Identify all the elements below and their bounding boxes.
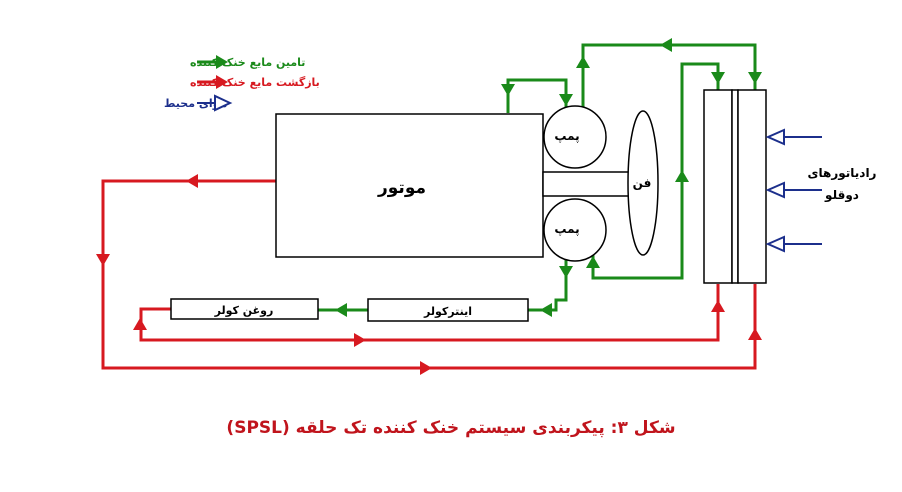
top-pump-label: پمپ — [554, 129, 579, 143]
return-arrowhead — [96, 254, 110, 266]
supply-arrowhead — [576, 56, 590, 68]
supply-arrowheads — [335, 38, 762, 317]
supply-to-top-pump — [506, 78, 568, 113]
legend-ambient-arrowhead — [214, 94, 233, 112]
radiator-label-line1: رادیاتورهای — [808, 166, 877, 181]
engine-label: موتور — [377, 178, 426, 198]
return-arrowhead — [420, 361, 432, 375]
supply-arrowhead — [748, 72, 762, 84]
legend-ambient-label: هوای محیط — [164, 97, 227, 110]
supply-arrowhead — [660, 38, 672, 52]
return-loop-inner — [139, 284, 720, 342]
return-arrowhead — [354, 333, 366, 347]
bottom-pump-label: پمپ — [554, 222, 579, 236]
return-arrowheads — [96, 174, 762, 375]
fan-label: فن — [633, 176, 652, 190]
figure-caption: شکل ۳: پیکربندی سیستم خنک کننده تک حلقه … — [226, 418, 676, 438]
legend-return-arrowhead — [216, 75, 228, 89]
oil-cooler-label: روغن کولر — [214, 304, 274, 317]
intercooler-label: اینترکولر — [423, 305, 472, 318]
supply-arrowhead — [711, 72, 725, 84]
supply-arrowhead — [335, 303, 347, 317]
legend: تامین مایع خنک کننده بازگشت مایع خنک کنن… — [164, 55, 320, 112]
radiator-1 — [703, 89, 733, 284]
ambient-arrowhead — [765, 235, 785, 253]
return-arrowhead — [133, 318, 147, 330]
supply-arrowhead — [586, 256, 600, 268]
supply-arrowhead — [559, 266, 573, 278]
oil-cooler — [170, 298, 319, 320]
return-arrowhead — [748, 328, 762, 340]
bottom-pump — [543, 198, 607, 262]
intercooler — [367, 298, 529, 322]
twin-radiators — [703, 89, 767, 284]
legend-supply-arrowhead — [216, 55, 228, 69]
ambient-air-arrows — [765, 128, 822, 253]
supply-to-coolers — [528, 254, 568, 312]
supply-arrowhead — [540, 303, 552, 317]
return-arrowhead — [711, 300, 725, 312]
return-arrowhead — [186, 174, 198, 188]
engine-block — [275, 113, 544, 258]
ambient-arrowhead — [765, 181, 785, 199]
supply-arrowhead — [675, 170, 689, 182]
supply-arrowhead — [501, 84, 515, 96]
supply-arrowhead — [559, 94, 573, 106]
ambient-arrowhead — [765, 128, 785, 146]
fan — [627, 110, 659, 256]
fan-shaft — [542, 171, 634, 197]
radiator-label-line2: دوقلو — [824, 188, 859, 203]
radiator-1-divider — [731, 89, 739, 284]
radiator-2 — [737, 89, 767, 284]
top-pump — [543, 105, 607, 169]
